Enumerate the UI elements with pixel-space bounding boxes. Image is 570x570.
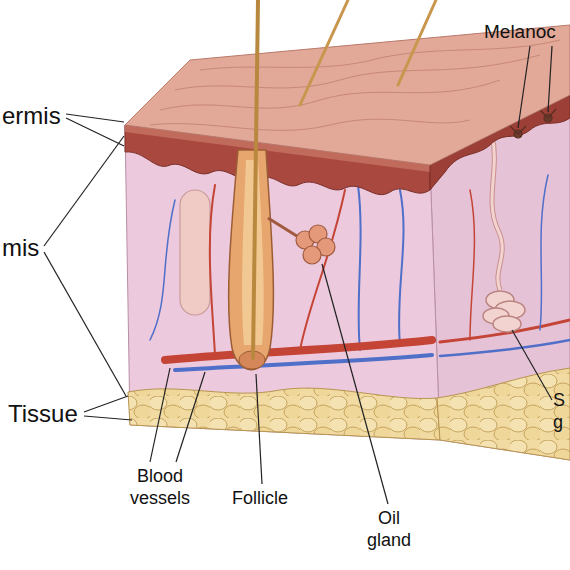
part-label: S g bbox=[553, 390, 567, 433]
part-label: Oil gland bbox=[358, 508, 420, 551]
part-label: Blood vessels bbox=[116, 466, 204, 509]
surface-texture bbox=[150, 40, 560, 130]
skin-surface bbox=[125, 25, 570, 165]
blood-vessels-art bbox=[150, 175, 570, 370]
oil-gland-art bbox=[268, 218, 335, 264]
layer-label: Tissue bbox=[8, 400, 78, 429]
part-label: Follicle bbox=[232, 488, 288, 510]
layer-label: mis bbox=[2, 234, 39, 263]
layer-label: ermis bbox=[2, 102, 61, 131]
fat-layer-side bbox=[437, 368, 570, 460]
fat-layer bbox=[128, 388, 440, 440]
part-label: Melanoc bbox=[484, 21, 556, 44]
dermis-face bbox=[125, 125, 440, 440]
hairs bbox=[253, 0, 436, 358]
follicle-art bbox=[229, 150, 274, 370]
leader-lines bbox=[44, 46, 552, 504]
gland-tube bbox=[180, 190, 210, 315]
sweat-gland-art bbox=[483, 135, 525, 332]
